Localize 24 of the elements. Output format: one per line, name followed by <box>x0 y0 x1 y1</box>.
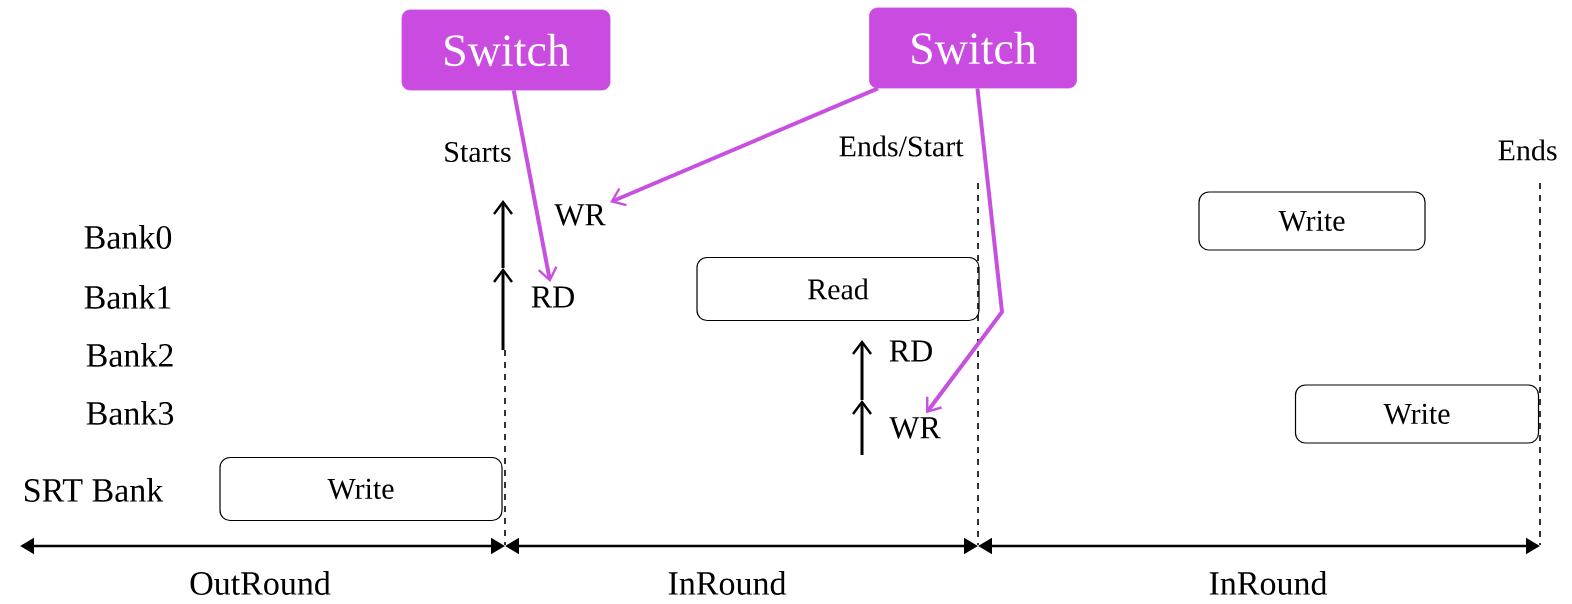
text-label: Bank0 <box>84 225 172 249</box>
text-label: Ends/Start <box>839 135 964 157</box>
text-label: Bank3 <box>86 401 174 425</box>
text-label: Ends <box>1498 139 1557 161</box>
signal-label: WR <box>889 417 941 439</box>
text-label: Starts <box>445 141 511 163</box>
text-label: Bank1 <box>84 285 171 309</box>
signal-label: WR <box>554 204 606 226</box>
arrow <box>511 90 558 283</box>
operation-box: Write <box>219 456 503 522</box>
text-label: InRound <box>1209 571 1328 595</box>
text-label: Bank2 <box>86 343 173 367</box>
arrow <box>610 86 879 207</box>
switch-box: Switch <box>401 9 611 91</box>
signal-label: RD <box>889 340 932 362</box>
text-label: InRound <box>668 571 787 595</box>
switch-box: Switch <box>869 7 1077 89</box>
arrow <box>926 88 1005 414</box>
signal-label: RD <box>531 286 574 308</box>
text-label: SRT Bank <box>25 478 164 502</box>
operation-box: Write <box>1198 191 1426 251</box>
text-label: OutRound <box>190 571 331 595</box>
operation-box: Write <box>1294 384 1540 444</box>
operation-box: Read <box>696 256 980 322</box>
